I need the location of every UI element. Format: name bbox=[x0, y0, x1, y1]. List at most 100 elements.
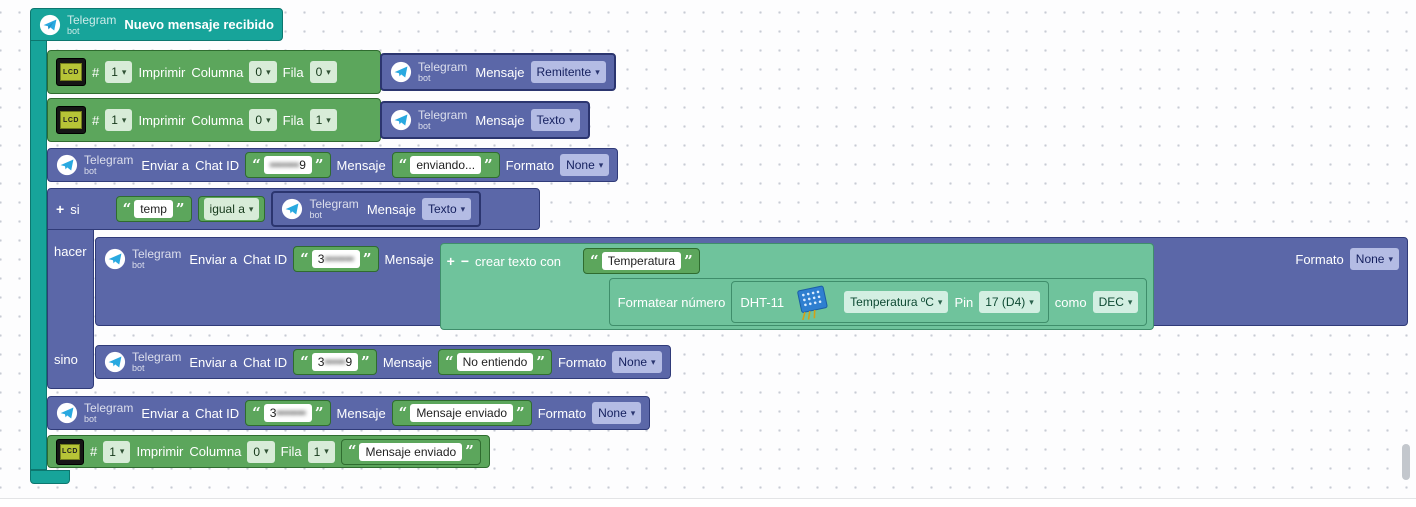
close-quote-icon: ” bbox=[684, 251, 693, 270]
dht11-sensor-block[interactable]: DHT-11 bbox=[731, 281, 1049, 323]
close-quote-icon: ” bbox=[314, 403, 324, 422]
chat-id-suffix: 9 bbox=[345, 355, 353, 369]
if-add-clause-button[interactable]: + bbox=[56, 201, 65, 217]
lcd-print-label: Imprimir bbox=[138, 64, 186, 80]
lcd-print-block-2[interactable]: LCD # 1 ▾ Imprimir Columna 0 ▾ Fila 1 ▾ bbox=[47, 98, 381, 142]
pin-dropdown[interactable]: 17 (D4) ▾ bbox=[979, 291, 1040, 313]
chat-id-field[interactable]: 3•••••9 bbox=[311, 353, 359, 371]
message-label: Mensaje bbox=[366, 201, 416, 217]
lcd-row-value: 1 bbox=[313, 444, 321, 459]
lcd-text-field[interactable]: Mensaje enviado bbox=[359, 442, 463, 461]
chat-id-value-block[interactable]: “ •••••••9 ” bbox=[245, 152, 331, 178]
chat-id-field[interactable]: •••••••9 bbox=[263, 156, 312, 174]
open-quote-icon: “ bbox=[444, 352, 454, 371]
telegram-on-message-spine[interactable] bbox=[30, 40, 47, 470]
close-quote-icon: ” bbox=[362, 249, 372, 268]
dht11-mode-dropdown[interactable]: Temperatura ºC ▾ bbox=[844, 291, 949, 313]
format-dropdown[interactable]: None ▾ bbox=[612, 351, 662, 373]
format-dropdown[interactable]: None ▾ bbox=[592, 402, 642, 424]
close-quote-icon: ” bbox=[536, 352, 545, 371]
lcd-row-dropdown[interactable]: 0 ▾ bbox=[309, 61, 337, 83]
telegram-send-block-sino[interactable]: Telegram bot Enviar a Chat ID “ 3•••••9 … bbox=[95, 345, 671, 379]
chat-id-suffix: 9 bbox=[299, 158, 306, 172]
telegram-icon bbox=[56, 402, 78, 424]
telegram-icon bbox=[56, 154, 78, 176]
telegram-icon bbox=[282, 198, 303, 220]
telegram-message-value-block-remitente[interactable]: Telegram bot Mensaje Remitente ▾ bbox=[380, 53, 616, 91]
lcd-row-value: 1 bbox=[315, 113, 323, 127]
lcd-text-block[interactable]: “ Mensaje enviado ” bbox=[340, 438, 481, 465]
telegram-logo-name: Telegram bbox=[418, 108, 468, 122]
lcd-column-value: 0 bbox=[253, 444, 261, 459]
dht11-mode-value: Temperatura ºC bbox=[850, 295, 934, 309]
lcd-number-dropdown[interactable]: 1 ▾ bbox=[103, 440, 131, 463]
vertical-scrollbar[interactable] bbox=[1402, 444, 1410, 480]
chevron-down-icon: ▾ bbox=[651, 356, 656, 367]
chat-id-value-block[interactable]: “ 3••••••• ” bbox=[245, 400, 331, 426]
lcd-row-label: Fila bbox=[282, 112, 304, 128]
create-text-add-button[interactable]: + bbox=[446, 253, 455, 269]
telegram-message-value-block-cond[interactable]: Telegram bot Mensaje Texto ▾ bbox=[271, 191, 482, 227]
chevron-down-icon: ▾ bbox=[266, 66, 271, 77]
message-text-field[interactable]: No entiendo bbox=[456, 353, 534, 371]
lcd-row-dropdown[interactable]: 1 ▾ bbox=[309, 109, 337, 131]
telegram-icon bbox=[104, 248, 126, 270]
chat-id-value-block[interactable]: “ 3••••••• ” bbox=[293, 246, 379, 272]
create-text-block[interactable]: + − crear texto con “ Temperatura ” Form… bbox=[439, 243, 1155, 330]
create-text-item-block[interactable]: “ Temperatura ” bbox=[583, 248, 700, 274]
chevron-down-icon: ▾ bbox=[630, 407, 636, 418]
telegram-send-block-final[interactable]: Telegram bot Enviar a Chat ID “ 3•••••••… bbox=[47, 396, 651, 430]
chat-id-field[interactable]: 3••••••• bbox=[311, 250, 360, 268]
lcd-print-block-1[interactable]: LCD # 1 ▾ Imprimir Columna 0 ▾ Fila 0 ▾ bbox=[47, 50, 381, 94]
telegram-message-value-block-texto[interactable]: Telegram bot Mensaje Texto ▾ bbox=[380, 101, 590, 139]
lcd-column-dropdown[interactable]: 0 ▾ bbox=[247, 440, 275, 463]
lcd-number-dropdown[interactable]: 1 ▾ bbox=[105, 61, 133, 83]
condition-text-block[interactable]: “ temp ” bbox=[115, 196, 192, 222]
telegram-send-block-1[interactable]: Telegram bot Enviar a Chat ID “ •••••••9… bbox=[47, 148, 619, 182]
lcd-column-dropdown[interactable]: 0 ▾ bbox=[249, 109, 277, 131]
chat-id-prefix: 3 bbox=[317, 252, 325, 266]
hat-title: Nuevo mensaje recibido bbox=[124, 17, 274, 32]
telegram-on-message-block[interactable]: Telegram bot Nuevo mensaje recibido bbox=[30, 8, 283, 41]
open-quote-icon: “ bbox=[590, 251, 599, 270]
message-source-dropdown[interactable]: Texto ▾ bbox=[530, 109, 580, 131]
message-text-field[interactable]: Mensaje enviado bbox=[410, 404, 514, 422]
comparison-operator-dropdown[interactable]: igual a ▾ bbox=[203, 198, 260, 220]
close-quote-icon: ” bbox=[361, 352, 370, 371]
lcd-icon: LCD bbox=[56, 58, 86, 86]
message-text-block[interactable]: “ Mensaje enviado ” bbox=[391, 400, 532, 426]
message-source-dropdown[interactable]: Texto ▾ bbox=[421, 198, 472, 220]
condition-text-field[interactable]: temp bbox=[134, 200, 173, 218]
chevron-down-icon: ▾ bbox=[595, 66, 600, 77]
lcd-number-dropdown[interactable]: 1 ▾ bbox=[105, 109, 133, 131]
send-to-label: Enviar a bbox=[141, 405, 190, 421]
chat-id-field[interactable]: 3••••••• bbox=[263, 404, 312, 422]
if-block-left-column[interactable]: hacer sino bbox=[47, 229, 94, 389]
dht11-label: DHT-11 bbox=[740, 294, 785, 310]
telegram-on-message-foot[interactable] bbox=[30, 470, 70, 484]
lcd-print-block-3[interactable]: LCD # 1 ▾ Imprimir Columna 0 ▾ Fila 1 ▾ … bbox=[47, 435, 490, 468]
message-source-dropdown[interactable]: Remitente ▾ bbox=[530, 61, 606, 83]
comparison-operator-block[interactable]: igual a ▾ bbox=[197, 196, 266, 222]
telegram-send-block-hacer[interactable]: Telegram bot Enviar a Chat ID “ 3•••••••… bbox=[95, 237, 1408, 330]
lcd-row-dropdown[interactable]: 1 ▾ bbox=[307, 440, 335, 463]
telegram-logo-sub: bot bbox=[67, 25, 80, 36]
format-dropdown[interactable]: None ▾ bbox=[560, 154, 610, 176]
format-as-dropdown[interactable]: DEC ▾ bbox=[1092, 291, 1139, 313]
chevron-down-icon: ▾ bbox=[460, 203, 466, 214]
message-text-block[interactable]: “ enviando... ” bbox=[391, 152, 500, 178]
lcd-column-dropdown[interactable]: 0 ▾ bbox=[249, 61, 277, 83]
create-text-header-row: + − crear texto con “ Temperatura ” bbox=[447, 247, 1148, 275]
chevron-down-icon: ▾ bbox=[326, 66, 331, 77]
message-text-field[interactable]: enviando... bbox=[410, 156, 482, 174]
telegram-logo-sub: bot bbox=[309, 210, 322, 220]
chat-id-value-block[interactable]: “ 3•••••9 ” bbox=[293, 349, 377, 375]
message-text-block[interactable]: “ No entiendo ” bbox=[437, 349, 552, 375]
format-dropdown[interactable]: None ▾ bbox=[1349, 248, 1399, 270]
create-text-item-field[interactable]: Temperatura bbox=[601, 252, 682, 270]
telegram-logo-name: Telegram bbox=[67, 12, 117, 27]
create-text-remove-button[interactable]: − bbox=[460, 253, 470, 269]
if-block-header[interactable]: + si “ temp ” igual a ▾ Telegram bot Men… bbox=[47, 188, 540, 230]
format-number-block[interactable]: Formatear número DHT-11 bbox=[608, 278, 1148, 326]
